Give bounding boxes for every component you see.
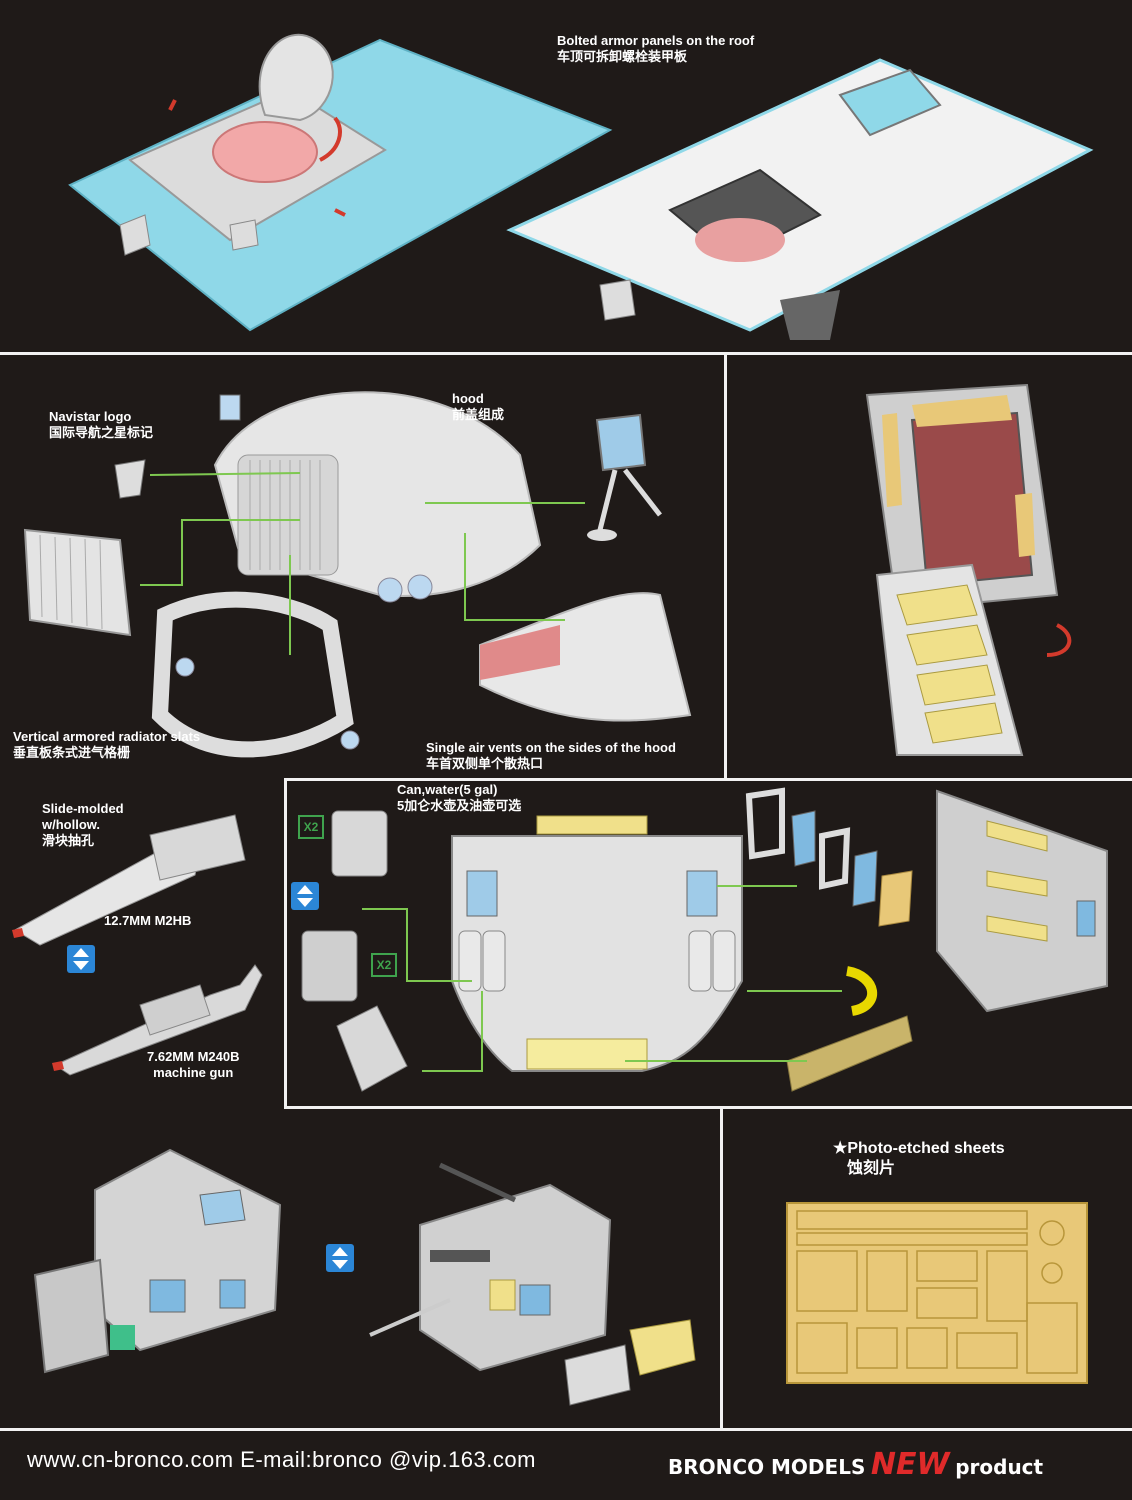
door-illustration xyxy=(865,383,1072,756)
divider-footer xyxy=(0,1428,1132,1431)
slats-label-en: Vertical armored radiator slats xyxy=(13,729,201,744)
hood-illustration xyxy=(23,391,692,758)
m240b-text-2: machine gun xyxy=(153,1065,234,1080)
swap-icon-weapons xyxy=(67,945,95,973)
navistar-label: Navistar logo 国际导航之星标记 xyxy=(49,409,153,441)
vents-label: Single air vents on the sides of the hoo… xyxy=(426,740,676,772)
slats-label-zh: 垂直板条式进气格栅 xyxy=(13,745,131,760)
footer-website[interactable]: www.cn-bronco.com E-mail:bronco @vip.163… xyxy=(27,1447,536,1472)
hood-label: hood 前盖组成 xyxy=(452,391,504,423)
roof-title: Bolted armor panels on the roof 车顶可拆卸螺栓装… xyxy=(557,33,754,65)
footer-brand-new: NEW xyxy=(870,1447,950,1482)
roof-white-illustration xyxy=(506,58,1094,340)
roof-title-zh: 车顶可拆卸螺栓装甲板 xyxy=(557,49,688,64)
photo-etch-label: ★Photo-etched sheets 蚀刻片 xyxy=(833,1139,1005,1179)
hood-label-en: hood xyxy=(452,391,484,406)
can-label-zh: 5加仑水壶及油壶可选 xyxy=(397,798,522,813)
vents-label-en: Single air vents on the sides of the hoo… xyxy=(426,740,676,755)
divider-weapons-v xyxy=(284,778,287,1108)
qty-tag-2: X2 xyxy=(371,953,397,977)
divider-pe-v xyxy=(720,1108,723,1430)
vents-label-zh: 车首双侧单个散热口 xyxy=(426,756,544,771)
swap-icon-turret xyxy=(326,1244,354,1272)
slide-molded-en-1: Slide-molded xyxy=(42,801,124,816)
m2hb-label: 12.7MM M2HB xyxy=(104,913,191,929)
m2hb-text: 12.7MM M2HB xyxy=(104,913,192,928)
m240b-label: 7.62MM M240B machine gun xyxy=(147,1049,239,1081)
footer-brand: BRONCO MODELS NEW product xyxy=(668,1447,1043,1482)
can-label-en: Can,water(5 gal) xyxy=(397,782,498,797)
can-label: Can,water(5 gal) 5加仑水壶及油壶可选 xyxy=(397,782,521,814)
qty-tag-1: X2 xyxy=(298,815,324,839)
photo-etch-en: ★Photo-etched sheets xyxy=(833,1140,1005,1157)
photo-etch-sheet xyxy=(786,1202,1088,1384)
slide-molded-zh: 滑块抽孔 xyxy=(42,833,95,848)
slide-molded-en-2: w/hollow. xyxy=(42,817,101,832)
navistar-label-zh: 国际导航之星标记 xyxy=(49,425,154,440)
divider-weapons-h xyxy=(284,778,1132,781)
swap-icon-cans xyxy=(291,882,319,910)
roof-title-en: Bolted armor panels on the roof xyxy=(557,33,755,48)
divider-top xyxy=(0,352,1132,355)
slats-label: Vertical armored radiator slats 垂直板条式进气格… xyxy=(13,729,200,761)
footer-brand-product: product xyxy=(955,1455,1044,1479)
m240b-text-1: 7.62MM M240B xyxy=(147,1049,240,1064)
photo-etch-zh: 蚀刻片 xyxy=(847,1160,896,1177)
footer-brand-name: BRONCO MODELS xyxy=(668,1455,866,1479)
hood-label-zh: 前盖组成 xyxy=(452,407,505,422)
weapons-illustration xyxy=(12,814,263,1076)
slide-molded-label: Slide-molded w/hollow. 滑块抽孔 xyxy=(42,801,124,849)
turret-illustration xyxy=(33,1148,696,1406)
navistar-label-en: Navistar logo xyxy=(49,409,132,424)
divider-mid-vertical xyxy=(724,355,727,778)
roof-armor-illustration xyxy=(68,33,613,332)
divider-lower-h xyxy=(284,1106,1132,1109)
rear-wall-illustration xyxy=(301,787,1108,1092)
